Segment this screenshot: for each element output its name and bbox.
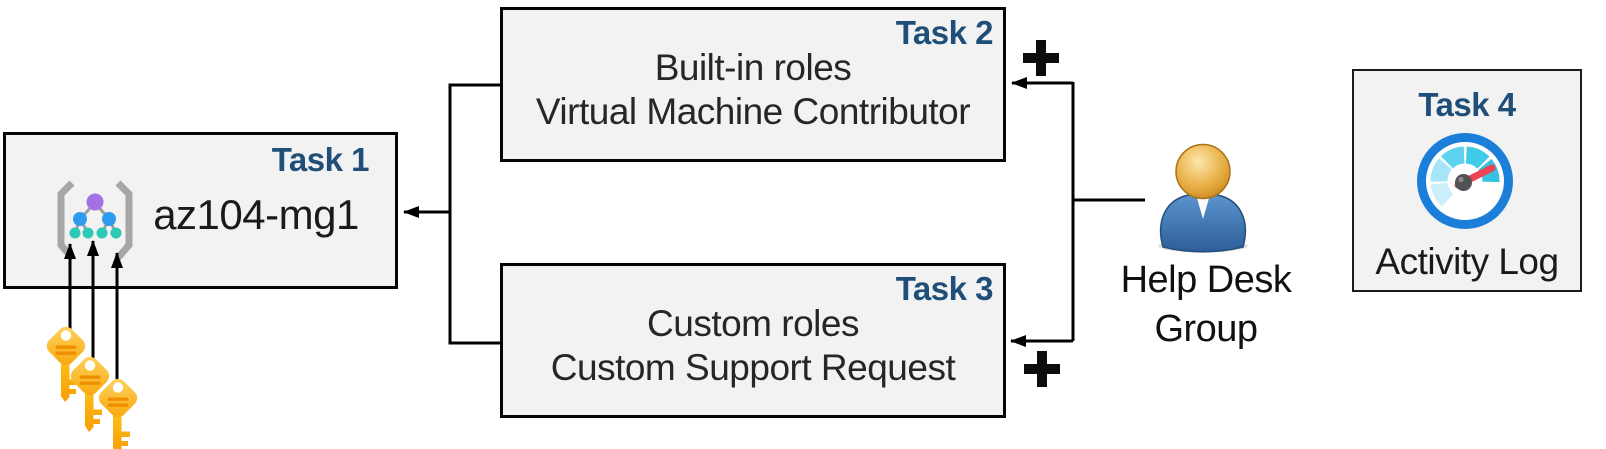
task3-line1: Custom roles [647, 303, 859, 344]
task2-box: Task 2 Built-in roles Virtual Machine Co… [500, 7, 1006, 162]
helpdesk-line2: Group [1154, 308, 1258, 350]
tree-node-mid-left [73, 212, 87, 226]
task3-badge: Task 3 [895, 270, 994, 307]
task2-text: Built-in roles Virtual Machine Contribut… [503, 46, 1003, 134]
helpdesk-group-label: Help Desk Group [1100, 256, 1312, 354]
plus-icon-task3 [1024, 351, 1060, 387]
person-body [1159, 192, 1247, 253]
person-head [1175, 143, 1231, 200]
task4-box: Task 4 Activity Log [1352, 69, 1582, 292]
helpdesk-line1: Help Desk [1120, 259, 1292, 301]
task1-title: az104-mg1 [153, 191, 359, 238]
task3-box: Task 3 Custom roles Custom Support Reque… [500, 263, 1006, 418]
left-fork-connector [448, 83, 502, 345]
tree-node-mid-right [102, 212, 116, 226]
plus-icon-task2 [1023, 40, 1059, 76]
task2-line1: Built-in roles [654, 47, 852, 88]
tree-leaf-nodes [69, 227, 122, 239]
bracket-right [114, 180, 133, 262]
task2-line2: Virtual Machine Contributor [535, 91, 971, 132]
task4-caption: Activity Log [1375, 241, 1559, 282]
person-icon [1158, 143, 1248, 253]
plus-bar [1037, 351, 1047, 387]
tree-node-root [86, 193, 104, 211]
task2-badge: Task 2 [895, 14, 994, 51]
task3-line2: Custom Support Request [550, 347, 956, 388]
person-collar [1195, 193, 1211, 219]
task1-badge: Task 1 [271, 141, 370, 178]
gauge-icon [1417, 133, 1513, 229]
keys-icon [43, 323, 141, 449]
gauge-hub-highlight [1458, 176, 1464, 183]
task4-badge: Task 4 [1418, 86, 1516, 123]
plus-bar [1036, 40, 1046, 76]
task3-text: Custom roles Custom Support Request [503, 302, 1003, 390]
